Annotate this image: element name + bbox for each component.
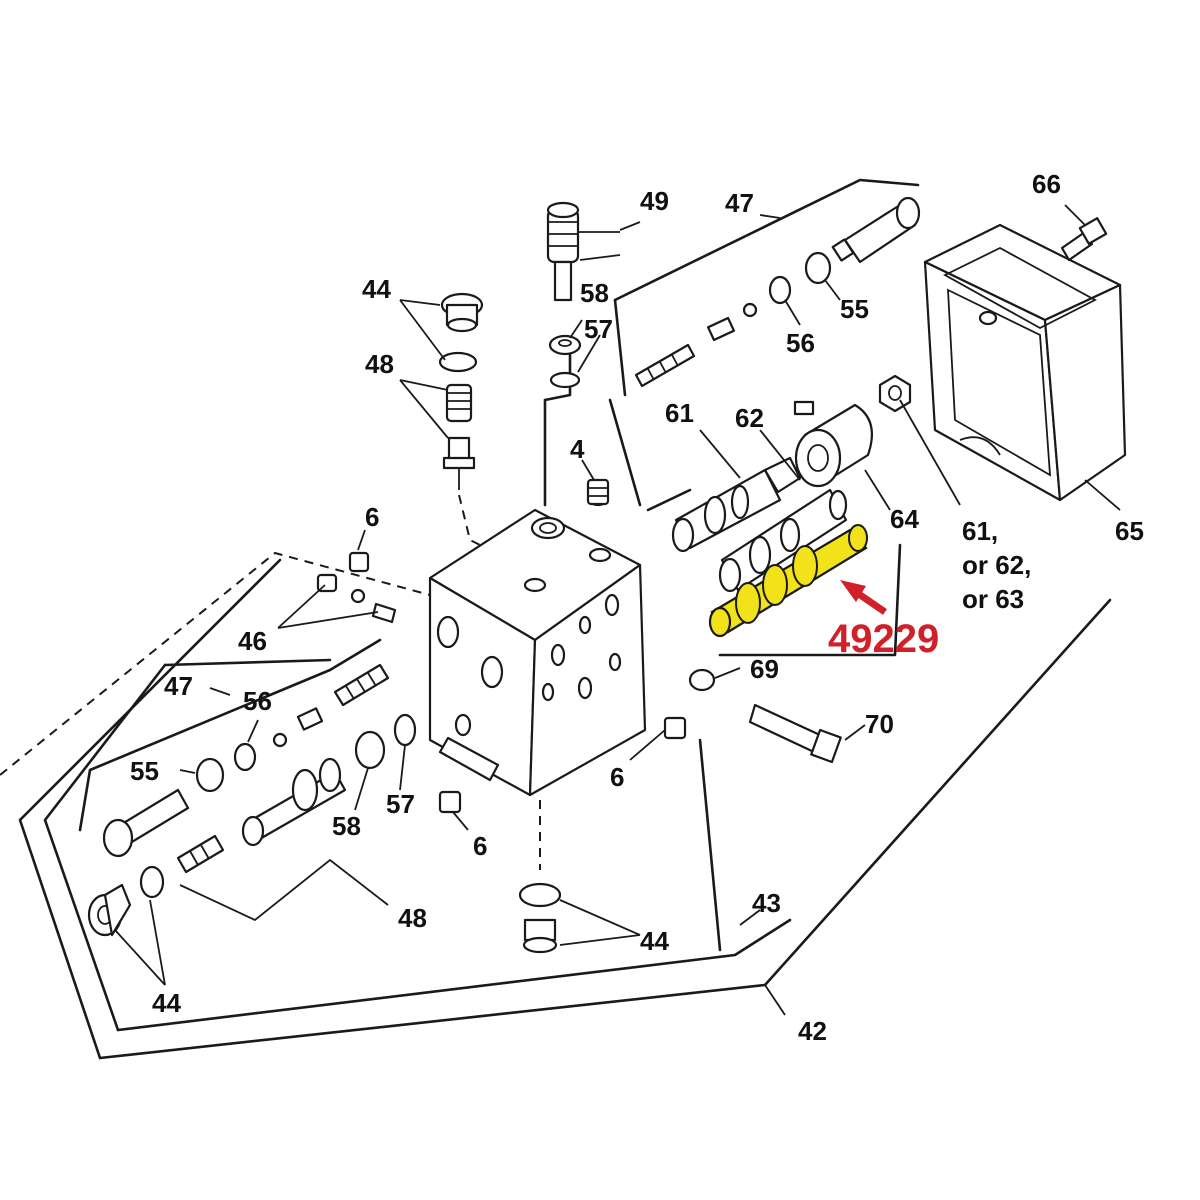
bolt-70-part bbox=[748, 703, 842, 764]
ring-44-left-part bbox=[139, 865, 165, 899]
highlight-arrow bbox=[840, 580, 887, 615]
leader-lines bbox=[114, 204, 1121, 1016]
label-48-bottom: 48 bbox=[398, 903, 427, 933]
label-57-top: 57 bbox=[584, 314, 613, 344]
label-6-right: 6 bbox=[610, 762, 624, 792]
cartridge-62-part bbox=[718, 488, 848, 593]
label-64: 64 bbox=[890, 504, 919, 534]
seal-58-left-part bbox=[354, 730, 386, 770]
cap-44-bottom-part bbox=[518, 882, 562, 954]
label-56-top: 56 bbox=[786, 328, 815, 358]
adjust-screw-left-part bbox=[102, 788, 190, 858]
label-58-top: 58 bbox=[580, 278, 609, 308]
label-46: 46 bbox=[238, 626, 267, 656]
label-6-top: 6 bbox=[365, 502, 379, 532]
highlighted-spool-part bbox=[708, 524, 868, 638]
nut-61-part bbox=[878, 374, 912, 413]
washer-56-top-part bbox=[768, 275, 792, 305]
washer-55-top-part bbox=[804, 251, 832, 285]
label-70: 70 bbox=[865, 709, 894, 739]
adjust-screw-top-part bbox=[831, 196, 921, 264]
label-43: 43 bbox=[752, 888, 781, 918]
label-61-or-line3: or 63 bbox=[962, 584, 1024, 614]
washer-55-left-part bbox=[195, 757, 225, 793]
spring-left-part bbox=[333, 663, 390, 707]
label-56-left: 56 bbox=[243, 686, 272, 716]
setscrew-6-right-part bbox=[663, 716, 687, 740]
label-61-or-line1: 61, bbox=[962, 516, 998, 546]
label-42: 42 bbox=[798, 1016, 827, 1046]
label-69: 69 bbox=[750, 654, 779, 684]
housing-65-part bbox=[923, 223, 1127, 502]
label-55-left: 55 bbox=[130, 756, 159, 786]
label-6-bottom: 6 bbox=[473, 831, 487, 861]
highlight-part-number: 49229 bbox=[828, 617, 939, 661]
seal-58-top-part bbox=[548, 334, 582, 356]
setscrew-6-top-part bbox=[348, 551, 370, 573]
setscrew-4-part bbox=[586, 478, 610, 506]
label-4: 4 bbox=[570, 434, 585, 464]
ball-left-part bbox=[272, 732, 288, 748]
ball-top-part bbox=[742, 302, 758, 318]
spring-48-top-part bbox=[442, 383, 476, 490]
spring-top-part bbox=[634, 343, 696, 388]
label-62: 62 bbox=[735, 403, 764, 433]
plug-49-part bbox=[546, 201, 621, 302]
setscrew-6-bottom-part bbox=[438, 790, 462, 814]
cartridge-61-part bbox=[671, 456, 802, 553]
label-57-left: 57 bbox=[386, 789, 415, 819]
label-66: 66 bbox=[1032, 169, 1061, 199]
small-plug-top-part bbox=[706, 316, 736, 342]
callout-labels: 49 47 66 44 58 57 55 56 48 61 62 4 6 64 … bbox=[130, 169, 1144, 1046]
label-55-top: 55 bbox=[840, 294, 869, 324]
cap-44-top-part bbox=[438, 292, 484, 373]
label-58-left: 58 bbox=[332, 811, 361, 841]
ring-69-part bbox=[688, 668, 716, 692]
label-44-top: 44 bbox=[362, 274, 391, 304]
label-49: 49 bbox=[640, 186, 669, 216]
label-48-top: 48 bbox=[365, 349, 394, 379]
ring-57-left-part bbox=[393, 713, 417, 747]
label-44-bottom-left: 44 bbox=[152, 988, 181, 1018]
spring-48-left-part bbox=[176, 834, 225, 874]
label-65: 65 bbox=[1115, 516, 1144, 546]
label-44-bottom-right: 44 bbox=[640, 926, 669, 956]
spool-left-part bbox=[241, 757, 347, 847]
washer-56-left-part bbox=[233, 742, 257, 772]
manifold-block-part bbox=[428, 493, 647, 797]
label-61: 61 bbox=[665, 398, 694, 428]
group-outline-lines bbox=[0, 178, 1112, 1060]
label-61-or-line2: or 62, bbox=[962, 550, 1031, 580]
label-47-left: 47 bbox=[164, 671, 193, 701]
ring-57-top-part bbox=[549, 371, 581, 389]
screw-66-part bbox=[1060, 217, 1108, 262]
cap-44-left-part bbox=[87, 883, 132, 937]
label-47-top: 47 bbox=[725, 188, 754, 218]
coil-64-part bbox=[793, 400, 873, 488]
small-plug-left-part bbox=[296, 707, 324, 731]
